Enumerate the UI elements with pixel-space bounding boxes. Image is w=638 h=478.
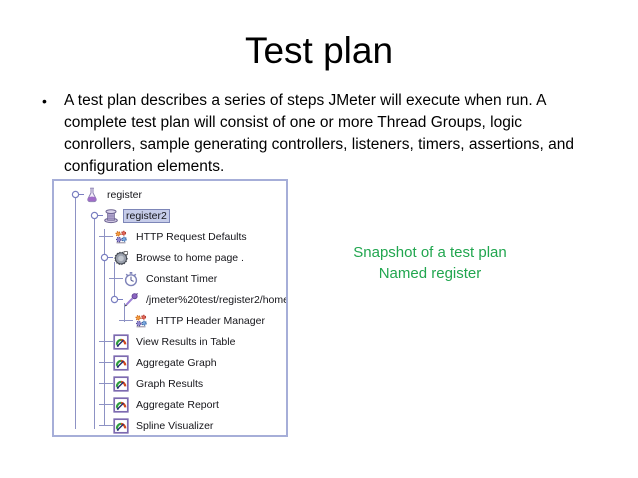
tree-branch-dash xyxy=(99,373,113,394)
config-gears-icon xyxy=(113,229,129,245)
bullet-paragraph: • A test plan describes a series of step… xyxy=(42,90,574,178)
tree-node-constant-timer[interactable]: Constant Timer xyxy=(109,268,220,289)
annotation-line: Named register xyxy=(378,265,482,282)
tree-node-aggregate-report[interactable]: Aggregate Report xyxy=(99,394,222,415)
tree-expand-handle-icon[interactable] xyxy=(99,247,113,268)
tree-node-spline-visualizer[interactable]: Spline Visualizer xyxy=(99,415,216,435)
annotation-line: Snapshot of a test plan xyxy=(353,244,507,261)
tree-connector-line xyxy=(124,303,125,322)
tree-node-http-request-defaults[interactable]: HTTP Request Defaults xyxy=(99,226,250,247)
tree-node-label: /jmeter%20test/register2/home.php xyxy=(146,293,286,306)
tree-connector-line xyxy=(114,262,115,301)
tree-node-http-header-manager[interactable]: HTTP Header Manager xyxy=(119,310,268,331)
http-sampler-dropper-icon xyxy=(123,292,139,308)
tree-node-label: Constant Timer xyxy=(146,272,218,285)
tree-node-aggregate-graph[interactable]: Aggregate Graph xyxy=(99,352,220,373)
tree-node-label: HTTP Header Manager xyxy=(156,314,265,327)
tree-node-browse-to-home-page[interactable]: Browse to home page . xyxy=(99,247,247,268)
tree-node-label: Aggregate Report xyxy=(136,398,219,411)
tree-node-label: Aggregate Graph xyxy=(136,356,217,369)
listener-gauge-icon xyxy=(113,375,129,392)
tree-branch-dash xyxy=(99,331,113,352)
tree-expand-handle-icon[interactable] xyxy=(89,205,103,226)
tree-connector-line xyxy=(75,198,76,429)
tree-node-label: View Results in Table xyxy=(136,335,236,348)
tree-node-register[interactable]: register xyxy=(70,184,145,205)
listener-gauge-icon xyxy=(113,417,129,434)
tree-node-view-results-in-table[interactable]: View Results in Table xyxy=(99,331,238,352)
annotation: Snapshot of a test plan Named register xyxy=(330,242,530,284)
bullet-line: A test plan describes a series of steps … xyxy=(64,92,547,109)
tree-branch-dash xyxy=(99,415,113,435)
tree-branch-dash xyxy=(99,352,113,373)
bullet-line: configuration elements. xyxy=(64,158,225,175)
test-plan-flask-icon xyxy=(84,187,100,203)
tree-node-label: Browse to home page . xyxy=(136,251,244,264)
stopwatch-icon xyxy=(123,271,139,287)
config-gears-icon xyxy=(133,313,149,329)
tree-node-label: Graph Results xyxy=(136,377,204,390)
tree-expand-handle-icon[interactable] xyxy=(70,184,84,205)
tree-node-label: register2 xyxy=(123,208,170,223)
tree-node-graph-results[interactable]: Graph Results xyxy=(99,373,206,394)
tree-branch-dash xyxy=(109,268,123,289)
listener-gauge-icon xyxy=(113,354,129,371)
tree-branch-dash xyxy=(99,394,113,415)
tree-node-jmeter-20test-register2-home-php[interactable]: /jmeter%20test/register2/home.php xyxy=(109,289,286,310)
tree-node-label: register xyxy=(107,188,143,201)
bullet-line: complete test plan will consist of one o… xyxy=(64,114,523,131)
tree-node-register2[interactable]: register2 xyxy=(89,205,170,226)
tree-branch-dash xyxy=(99,226,113,247)
tree-expand-handle-icon[interactable] xyxy=(109,289,123,310)
thread-group-spool-icon xyxy=(103,208,119,224)
listener-gauge-icon xyxy=(113,396,129,413)
tree-node-label: Spline Visualizer xyxy=(136,419,214,432)
slide-title: Test plan xyxy=(244,30,394,71)
tree-connector-line xyxy=(104,229,105,426)
tree-node-label: HTTP Request Defaults xyxy=(136,230,247,243)
tree-connector-line xyxy=(94,219,95,429)
bullet-marker: • xyxy=(42,93,47,109)
listener-gauge-icon xyxy=(113,333,129,350)
bullet-text: A test plan describes a series of steps … xyxy=(64,90,574,178)
controller-wheel-icon xyxy=(113,250,129,266)
tree-branch-dash xyxy=(119,310,133,331)
bullet-line: conrollers, sample generating controller… xyxy=(64,136,575,153)
